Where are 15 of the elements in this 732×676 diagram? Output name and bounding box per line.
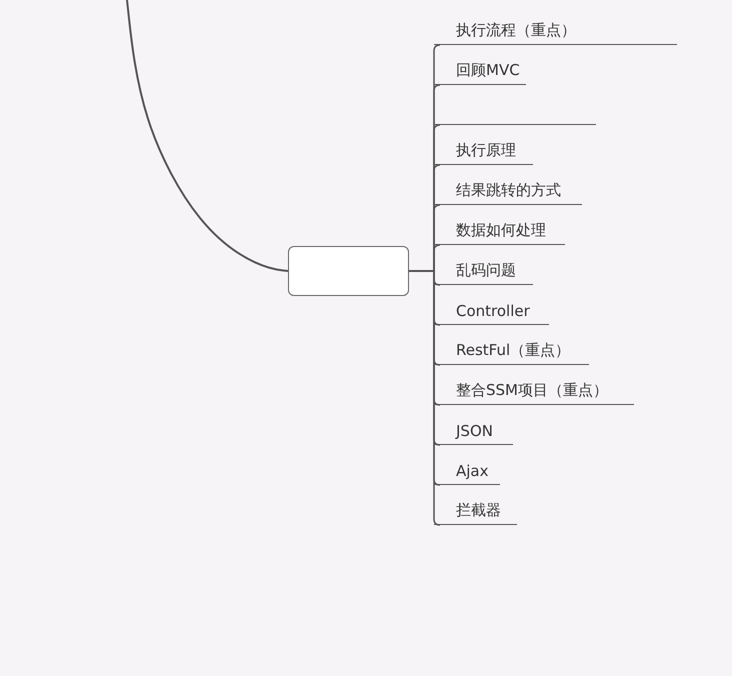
branch-topic: JSON [434, 413, 513, 445]
topic-box [288, 246, 409, 296]
branch-topic: 乱码问题 [434, 253, 533, 285]
connector-line [409, 270, 440, 526]
branch-topic: 数据如何处理 [434, 213, 565, 245]
branch-topic: 结果跳转的方式 [434, 173, 582, 205]
branch-topic: 整合SSM项目（重点） [434, 373, 634, 405]
branch-topic: Ajax [434, 453, 500, 485]
branch-topic: Controller [434, 293, 549, 325]
branch-topic: 回顾MVC [434, 53, 526, 85]
branch-topic: 拦截器 [434, 493, 517, 525]
branch-topic: 执行原理 [434, 133, 533, 165]
branch-topic: RestFul（重点） [434, 333, 589, 365]
branch-topic: 执行流程（重点） [434, 13, 677, 45]
connector-line [126, 0, 288, 272]
